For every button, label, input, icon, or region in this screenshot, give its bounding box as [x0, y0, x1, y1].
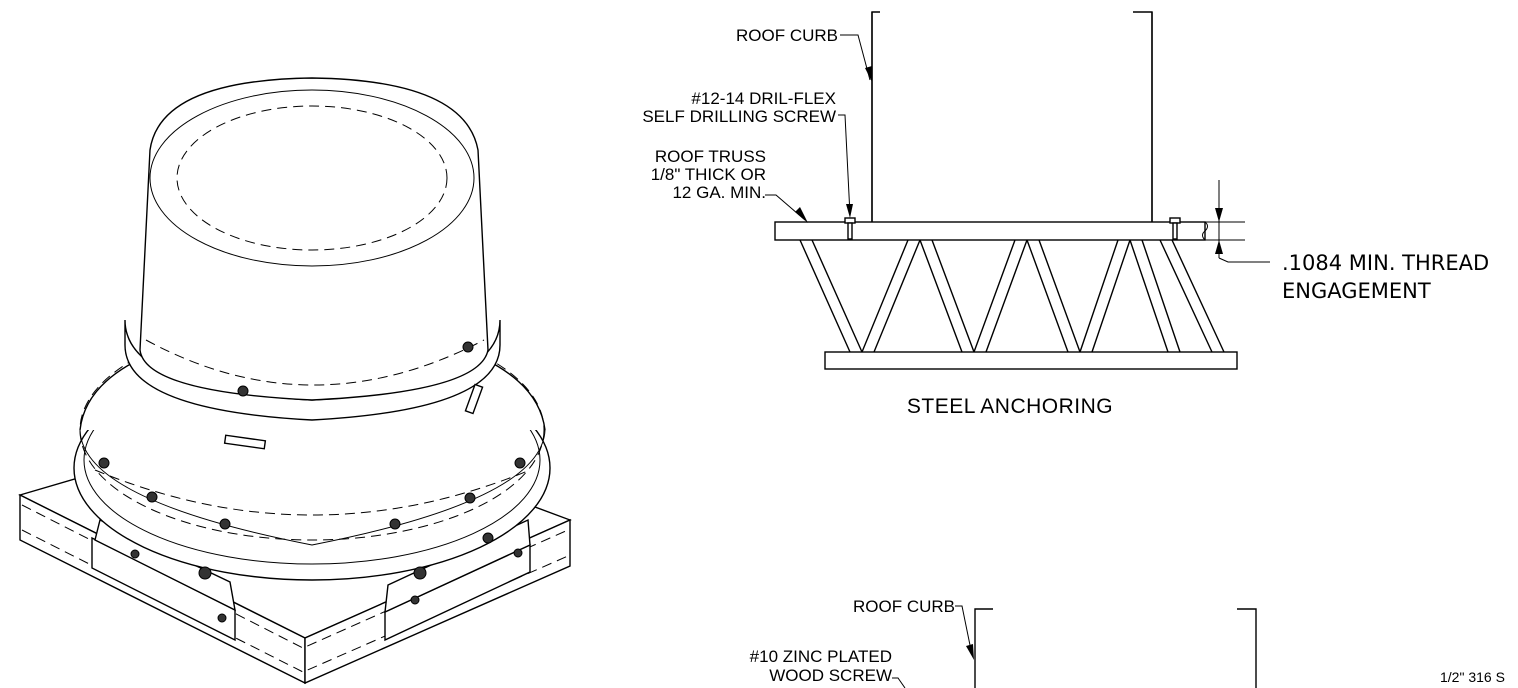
- wood-curb-wall-left: [974, 608, 993, 688]
- curb-wall-right: [1133, 11, 1153, 222]
- truss-bottom-chord: [824, 351, 1238, 370]
- wood-leaders: [892, 605, 974, 688]
- thread-dimension: [1205, 180, 1270, 263]
- steel-screw-right: [1169, 217, 1181, 240]
- wood-roof-curb-label: ROOF CURB: [853, 597, 955, 616]
- steel-truss-label-line1: ROOF TRUSS: [655, 147, 766, 166]
- steel-truss-label-line3: 12 GA. MIN.: [672, 183, 766, 202]
- steel-anchoring-caption: STEEL ANCHORING: [907, 395, 1113, 418]
- fan-hood: [124, 77, 501, 450]
- mount-bracket-left: [91, 518, 236, 642]
- fan-bolts: [98, 341, 526, 580]
- steel-screw-label-line1: #12-14 DRIL-FLEX: [691, 89, 836, 108]
- thread-engagement-label-line1: .1084 MIN. THREAD: [1282, 251, 1489, 275]
- thread-engagement-label-line2: ENGAGEMENT: [1282, 279, 1431, 303]
- steel-roof-curb-label: ROOF CURB: [736, 26, 838, 45]
- steel-anchoring-detail: ROOF CURB #12-14 DRIL-FLEX SELF DRILLING…: [642, 11, 1489, 418]
- truss-webs: [799, 239, 1225, 353]
- curb-wall-left: [871, 11, 880, 222]
- wood-screw-label-line2: WOOD SCREW: [769, 666, 892, 685]
- wood-cutoff-label: 1/2" 316 S: [1440, 669, 1505, 685]
- isometric-fan-view: [18, 77, 572, 685]
- steel-leaders: [765, 34, 872, 223]
- steel-screw-label-line2: SELF DRILLING SCREW: [642, 107, 836, 126]
- wood-screw-label-line1: #10 ZINC PLATED: [750, 647, 892, 666]
- truss-top-chord: [774, 221, 1206, 241]
- mount-bracket-right: [384, 518, 531, 642]
- wood-curb-wall-right: [1237, 608, 1257, 688]
- steel-truss-label-line2: 1/8" THICK OR: [651, 165, 766, 184]
- wood-anchoring-detail: ROOF CURB #10 ZINC PLATED WOOD SCREW 1/2…: [750, 597, 1505, 688]
